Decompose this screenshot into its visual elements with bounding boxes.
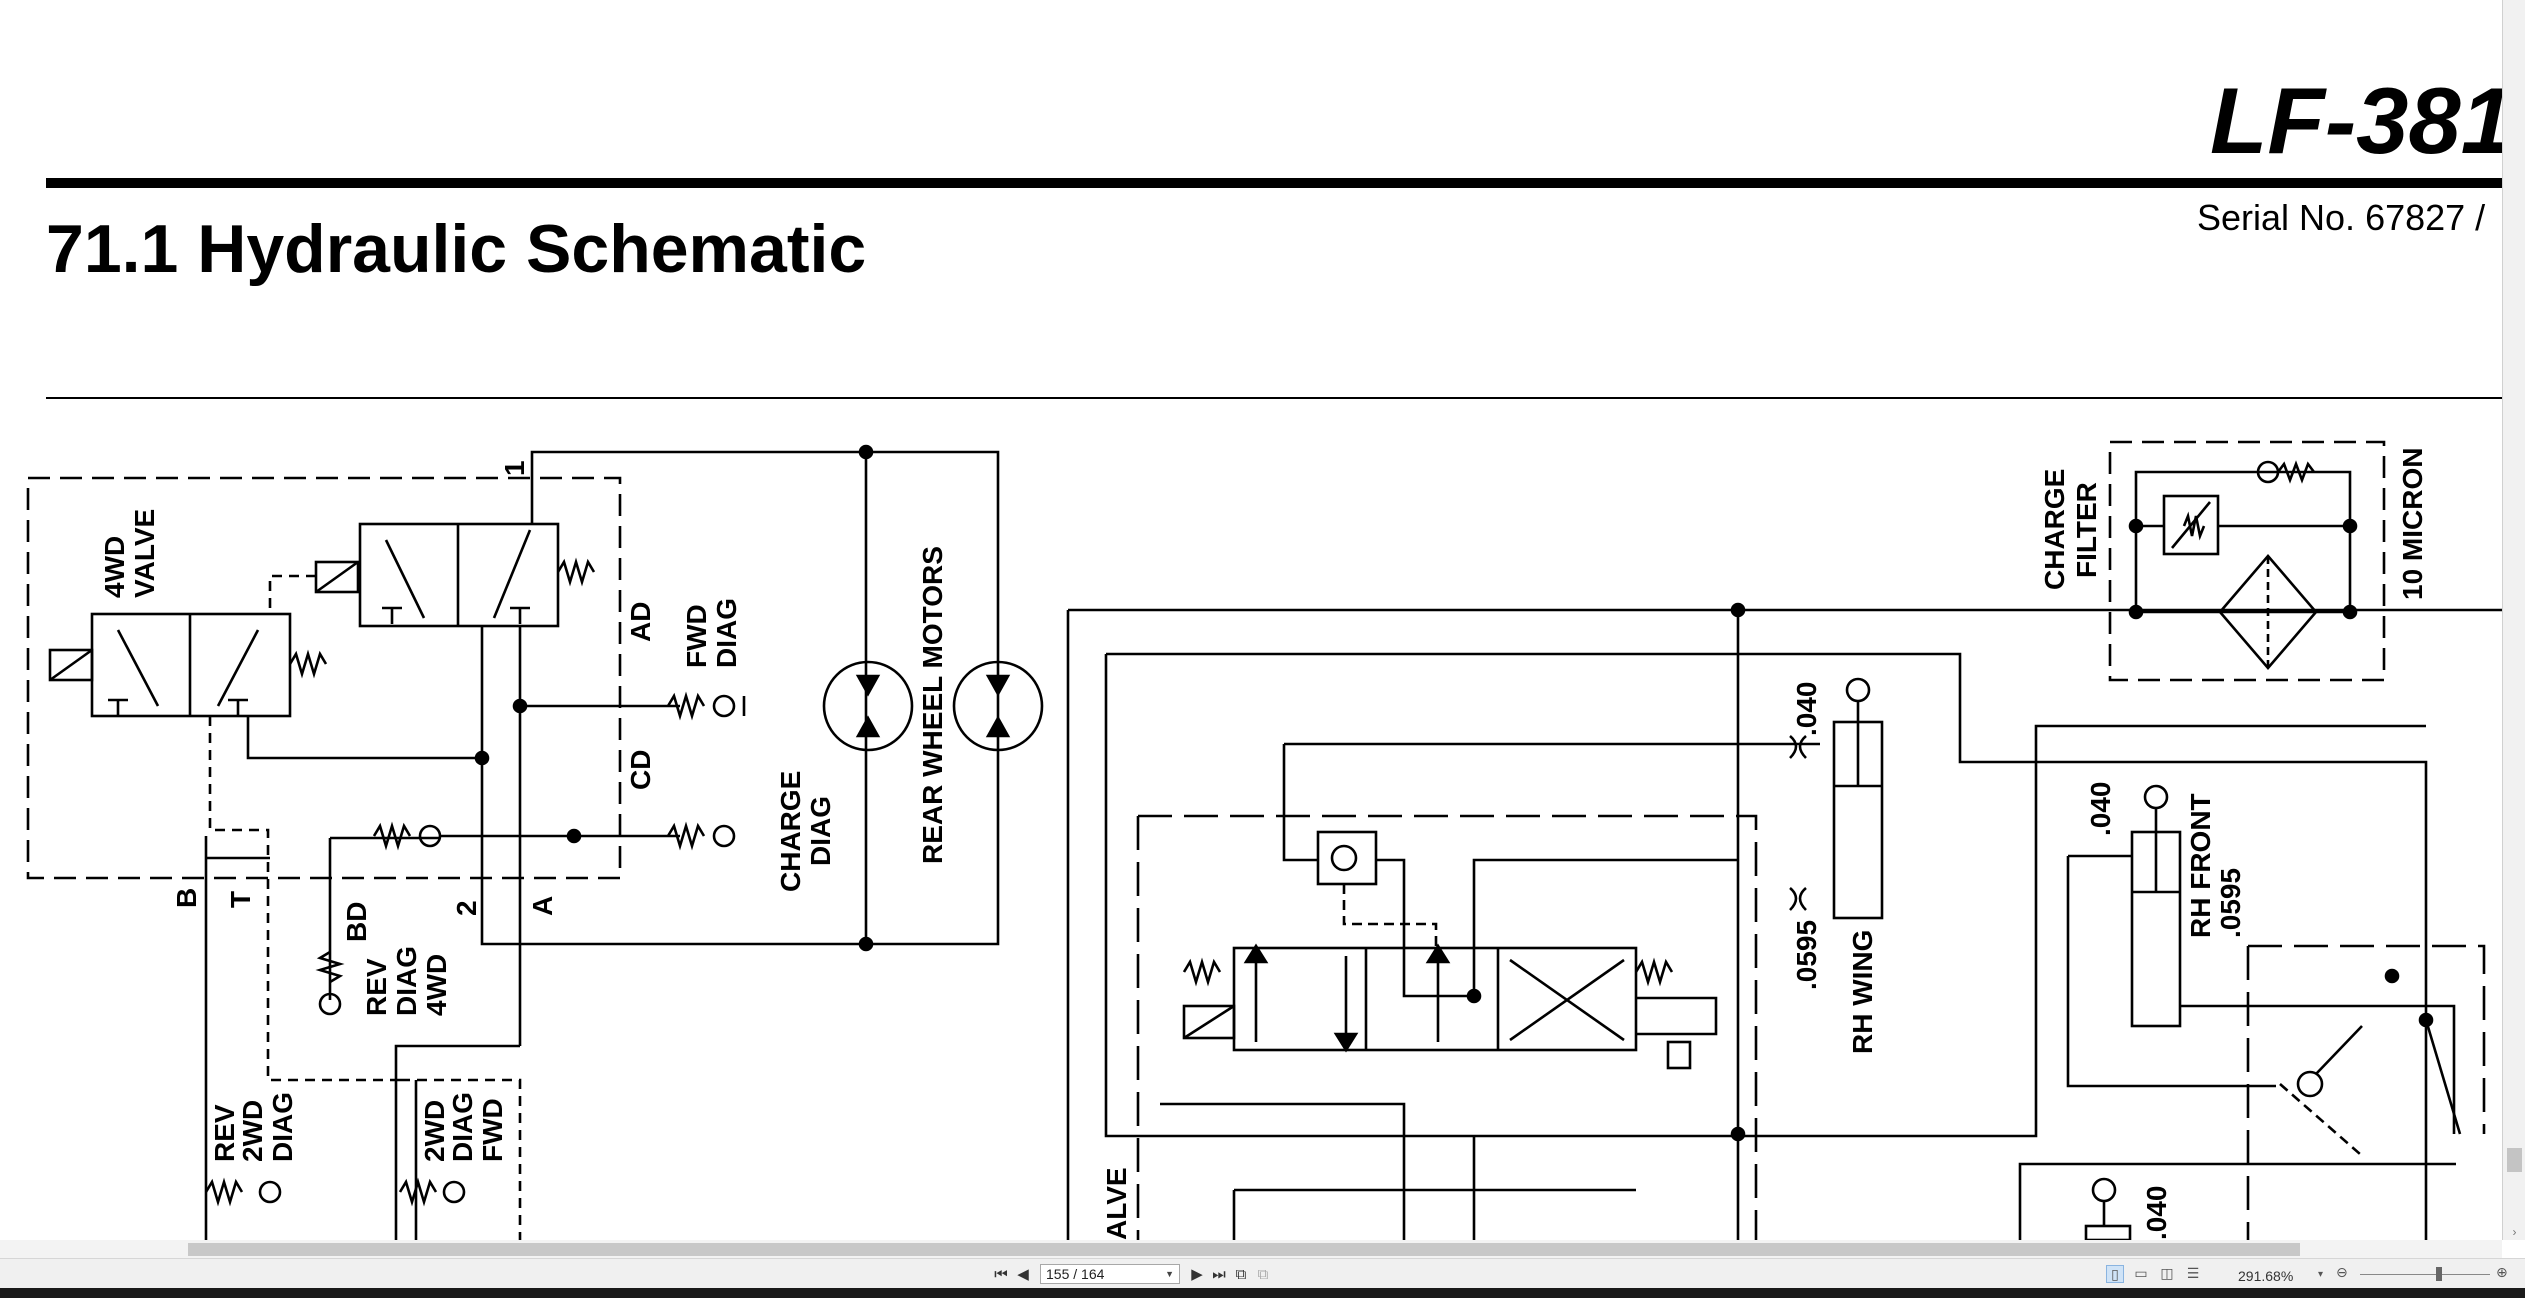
label-4wd-line2: VALVE bbox=[129, 509, 160, 598]
label-rh-front: RH FRONT bbox=[2185, 793, 2216, 938]
label-port-a: A bbox=[527, 896, 558, 916]
label-rh-wing: RH WING bbox=[1847, 930, 1878, 1054]
label-rev-2wd-diag-line1: REV bbox=[209, 1104, 240, 1162]
zoom-level[interactable]: 291.68% bbox=[2238, 1268, 2294, 1284]
label-port-1: 1 bbox=[499, 460, 530, 476]
zoom-slider[interactable]: ▾ ⊖ ⊕ bbox=[2318, 1263, 2518, 1285]
facing-pages-view-icon[interactable]: ◫ bbox=[2160, 1266, 2174, 1282]
label-orifice-040-a: .040 bbox=[1791, 682, 1822, 737]
page-indicator: 155 / 164 bbox=[1046, 1266, 1105, 1282]
label-2wd-diag-fwd-line3: FWD bbox=[477, 1098, 508, 1162]
label-port-ad: AD bbox=[625, 602, 656, 642]
horizontal-scroll-thumb[interactable] bbox=[188, 1243, 2300, 1256]
continuous-facing-view-icon[interactable]: ☰ bbox=[2186, 1266, 2200, 1282]
page-number-input[interactable]: 155 / 164 ▼ bbox=[1040, 1264, 1180, 1284]
paste-page-icon[interactable]: ⧉ bbox=[1257, 1265, 1269, 1283]
label-fwd-diag-line2: DIAG bbox=[711, 598, 742, 668]
label-rev-diag-4wd-line2: DIAG bbox=[391, 946, 422, 1016]
label-port-cd: CD bbox=[625, 750, 656, 790]
label-orifice-0595-b: .0595 bbox=[2215, 868, 2246, 938]
label-2wd-diag-fwd-line2: DIAG bbox=[447, 1092, 478, 1162]
last-page-button[interactable]: ⏭ bbox=[1212, 1265, 1226, 1283]
view-mode-buttons: ▯ ▭ ◫ ☰ bbox=[2106, 1265, 2202, 1283]
vertical-scroll-thumb[interactable] bbox=[2507, 1148, 2522, 1172]
label-charge-filter-line1: CHARGE bbox=[2039, 469, 2070, 590]
scroll-right-icon[interactable]: › bbox=[2512, 1225, 2517, 1239]
serial-number: Serial No. 67827 / bbox=[2197, 197, 2485, 238]
zoom-in-icon[interactable]: ⊕ bbox=[2496, 1265, 2508, 1281]
first-page-button[interactable]: ⏮ bbox=[994, 1265, 1008, 1283]
model-number: LF-381 bbox=[2210, 68, 2502, 173]
copy-page-icon[interactable]: ⧉ bbox=[1235, 1265, 1247, 1283]
label-rev-diag-4wd-line3: 4WD bbox=[421, 954, 452, 1016]
label-orifice-040-c: .040 bbox=[2141, 1186, 2172, 1241]
label-rev-diag-4wd-line1: REV bbox=[361, 958, 392, 1016]
zoom-track[interactable] bbox=[2360, 1274, 2490, 1275]
section-title: 71.1 Hydraulic Schematic bbox=[46, 211, 866, 287]
zoom-out-icon[interactable]: ⊖ bbox=[2336, 1265, 2348, 1281]
continuous-view-icon[interactable]: ▭ bbox=[2134, 1266, 2148, 1282]
label-rev-2wd-diag-line3: DIAG bbox=[267, 1092, 298, 1162]
label-rev-2wd-diag-line2: 2WD bbox=[237, 1100, 268, 1162]
label-charge-diag-line1: CHARGE bbox=[775, 771, 806, 892]
page-navigation: ⏮ ◀ 155 / 164 ▼ ▶ ⏭ ⧉ ⧉ bbox=[990, 1263, 1274, 1285]
page-header: LF-381 Serial No. 67827 / 71.1 Hydraulic… bbox=[46, 68, 2502, 399]
schematic-page: LF-381 Serial No. 67827 / 71.1 Hydraulic… bbox=[26, 68, 2502, 1240]
label-4wd-line1: 4WD bbox=[99, 536, 130, 598]
single-page-view-icon[interactable]: ▯ bbox=[2106, 1265, 2124, 1283]
horizontal-scrollbar[interactable] bbox=[0, 1240, 2502, 1258]
zoom-menu-icon[interactable]: ▾ bbox=[2318, 1269, 2324, 1280]
zoom-knob[interactable] bbox=[2436, 1267, 2442, 1281]
chevron-down-icon[interactable]: ▼ bbox=[1165, 1269, 1174, 1279]
vertical-scrollbar[interactable]: › bbox=[2502, 0, 2525, 1240]
label-port-2: 2 bbox=[451, 900, 482, 916]
hydraulic-schematic bbox=[26, 440, 2502, 1240]
label-port-bd: BD bbox=[341, 902, 372, 942]
label-orifice-040-b: .040 bbox=[2085, 782, 2116, 837]
label-charge-filter-line2: FILTER bbox=[2071, 482, 2102, 578]
next-page-button[interactable]: ▶ bbox=[1191, 1265, 1203, 1283]
label-port-t: T bbox=[225, 891, 256, 908]
label-orifice-0595-a: .0595 bbox=[1791, 920, 1822, 990]
schematic-labels: 4WD VALVE 1 AD FWD DIAG CD B T BD 2 A CH… bbox=[99, 448, 2428, 1240]
prev-page-button[interactable]: ◀ bbox=[1017, 1265, 1029, 1283]
status-bar: ⏮ ◀ 155 / 164 ▼ ▶ ⏭ ⧉ ⧉ ▯ ▭ ◫ ☰ 291.68% … bbox=[0, 1258, 2525, 1289]
window-bottom-edge bbox=[0, 1288, 2525, 1298]
label-port-b: B bbox=[171, 888, 202, 908]
document-viewport: LF-381 Serial No. 67827 / 71.1 Hydraulic… bbox=[26, 68, 2502, 1240]
label-rear-wheel-motors: REAR WHEEL MOTORS bbox=[917, 546, 948, 864]
label-valve-partial: ALVE bbox=[1101, 1167, 1132, 1240]
label-2wd-diag-fwd-line1: 2WD bbox=[419, 1100, 450, 1162]
label-charge-diag-line2: DIAG bbox=[805, 796, 836, 866]
label-10-micron: 10 MICRON bbox=[2397, 448, 2428, 600]
label-fwd-diag-line1: FWD bbox=[681, 604, 712, 668]
